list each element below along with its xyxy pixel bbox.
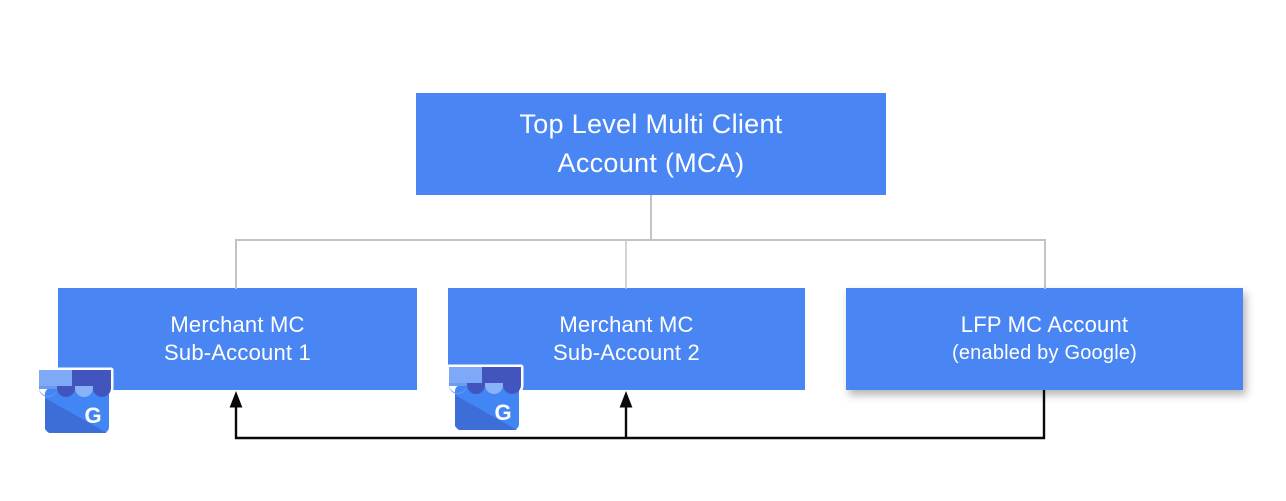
node-merchant-sub-account-1: Merchant MC Sub-Account 1: [58, 288, 417, 390]
node-label-line2: (enabled by Google): [951, 342, 1138, 364]
node-label-line1: Top Level Multi Client: [519, 109, 783, 139]
arrowhead-sub2: [619, 391, 633, 408]
node-label-line1: Merchant MC: [170, 312, 305, 337]
node-label-line1: Merchant MC: [559, 312, 694, 337]
node-label-line2: Sub-Account 1: [164, 340, 311, 365]
node-merchant-sub-account-2: Merchant MC Sub-Account 2: [448, 288, 805, 390]
arrow-lfp-to-sub1-path: [234, 390, 1046, 440]
node-lfp-mc-account: LFP MC Account (enabled by Google): [846, 288, 1243, 390]
node-label-line2: Sub-Account 2: [553, 340, 700, 365]
node-label-line2: Account (MCA): [557, 148, 745, 178]
node-label-line1: LFP MC Account: [960, 312, 1129, 337]
arrowhead-sub1: [229, 391, 243, 408]
node-top-level-mca: Top Level Multi Client Account (MCA): [416, 93, 886, 195]
